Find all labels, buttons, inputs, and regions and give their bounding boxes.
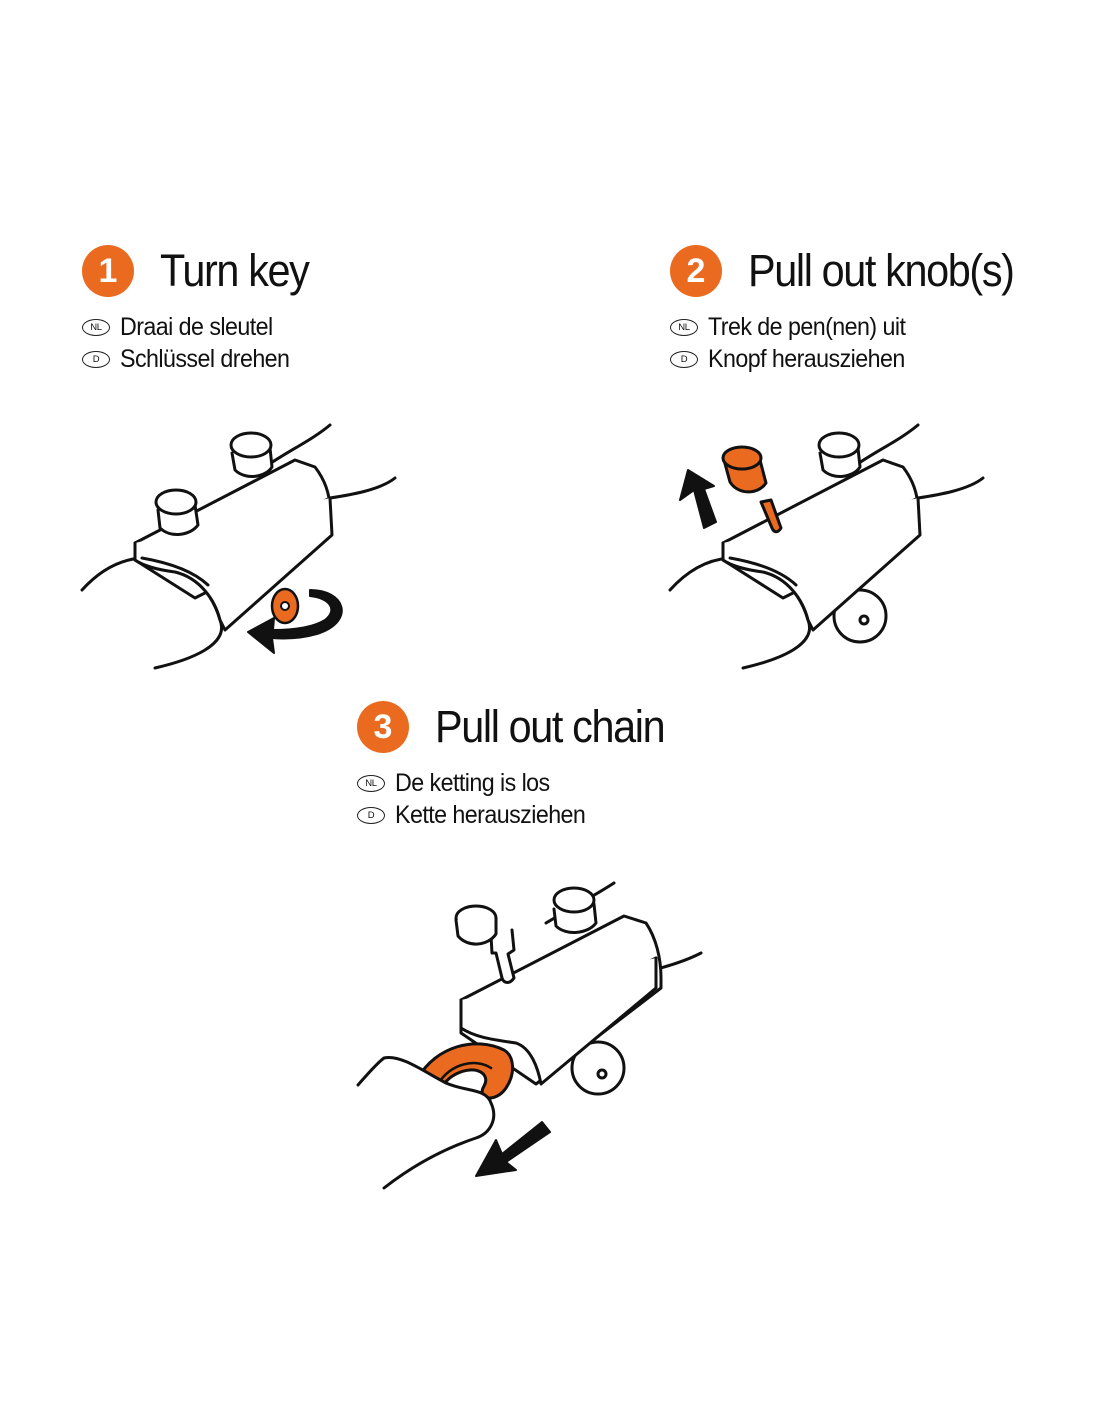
language-tag: D xyxy=(357,806,385,824)
rotate-arrow-icon xyxy=(247,589,343,654)
step-2: 2 Pull out knob(s) NL Trek de pen(nen) u… xyxy=(670,245,1037,375)
translation-text: De ketting is los xyxy=(395,768,550,797)
key-icon xyxy=(270,587,300,625)
translation-row-nl: NL Trek de pen(nen) uit xyxy=(670,311,1037,343)
translation-row-d: D Schlüssel drehen xyxy=(82,343,321,375)
knob-icon xyxy=(721,445,783,534)
pull-arrow-icon xyxy=(475,1121,551,1177)
translation-row-nl: NL De ketting is los xyxy=(357,767,684,799)
step-translations: NL Draai de sleutel D Schlüssel drehen xyxy=(82,311,321,375)
translation-row-d: D Knopf herausziehen xyxy=(670,343,1037,375)
language-tag: NL xyxy=(82,318,110,336)
language-tag: D xyxy=(82,350,110,368)
step-3-header: 3 Pull out chain xyxy=(357,701,684,753)
language-tag: NL xyxy=(670,318,698,336)
translation-row-d: D Kette herausziehen xyxy=(357,799,684,831)
lock-illustration-step-2 xyxy=(668,423,985,670)
step-2-header: 2 Pull out knob(s) xyxy=(670,245,1037,297)
translation-text: Knopf herausziehen xyxy=(708,344,905,373)
lock-illustration-step-1 xyxy=(80,423,397,670)
translation-text: Kette herausziehen xyxy=(395,800,586,829)
language-tag: NL xyxy=(357,774,385,792)
language-tag: D xyxy=(670,350,698,368)
step-translations: NL Trek de pen(nen) uit D Knopf herauszi… xyxy=(670,311,1037,375)
step-title: Pull out chain xyxy=(435,701,666,752)
step-3: 3 Pull out chain NL De ketting is los D … xyxy=(357,701,684,831)
step-translations: NL De ketting is los D Kette herausziehe… xyxy=(357,767,684,831)
step-number-badge: 1 xyxy=(82,245,134,297)
step-number-badge: 2 xyxy=(670,245,722,297)
step-number-badge: 3 xyxy=(357,701,409,753)
step-1: 1 Turn key NL Draai de sleutel D Schlüss… xyxy=(82,245,321,375)
translation-text: Trek de pen(nen) uit xyxy=(708,312,906,341)
lock-illustration-step-3 xyxy=(356,881,703,1190)
translation-row-nl: NL Draai de sleutel xyxy=(82,311,321,343)
pull-arrow-icon xyxy=(679,469,717,529)
step-1-header: 1 Turn key xyxy=(82,245,321,297)
translation-text: Draai de sleutel xyxy=(120,312,273,341)
step-title: Pull out knob(s) xyxy=(748,245,1015,296)
translation-text: Schlüssel drehen xyxy=(120,344,290,373)
step-title: Turn key xyxy=(160,245,310,296)
